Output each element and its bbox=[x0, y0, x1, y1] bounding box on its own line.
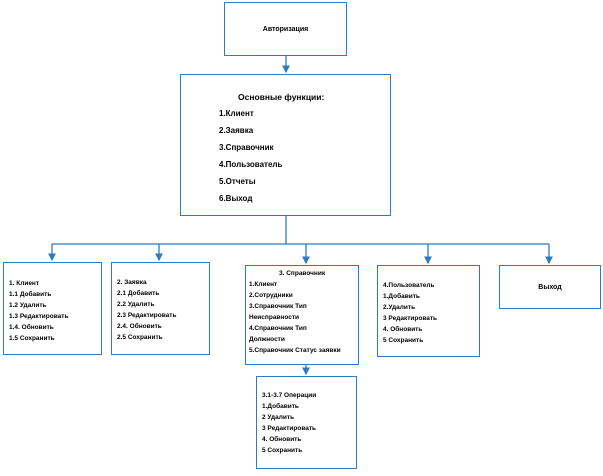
reference-title: 3. Справочник bbox=[279, 270, 326, 277]
reference-line: 5.Справочник Статус заявки bbox=[249, 347, 341, 354]
client-line: 1.1 Добавить bbox=[9, 291, 52, 298]
reference-list: 1.Клиент 2.Сотрудники 3.Справочник Тип Н… bbox=[249, 279, 341, 356]
user-line: 2.Удалить bbox=[383, 304, 416, 311]
operations-line: 5 Сохранить bbox=[262, 447, 303, 454]
exit-title: Выход bbox=[538, 283, 562, 291]
order-line: 2. Заявка bbox=[117, 279, 147, 286]
operations-line: 3 Редактировать bbox=[262, 425, 317, 432]
order-line: 2.2 Удалить bbox=[117, 301, 155, 308]
user-line: 5 Сохранить bbox=[383, 337, 424, 344]
reference-line: 1.Клиент bbox=[249, 281, 278, 288]
exit-box: Выход bbox=[499, 265, 601, 309]
client-line: 1.5 Сохранить bbox=[9, 335, 55, 342]
reference-line: 3.Справочник Тип bbox=[249, 303, 307, 310]
client-box: 1. Клиент 1.1 Добавить 1.2 Удалить 1.3 Р… bbox=[3, 262, 102, 355]
operations-line: 2 Удалить bbox=[262, 414, 295, 421]
user-box: 4.Пользователь 1.Добавить 2.Удалить 3 Ре… bbox=[377, 265, 480, 357]
reference-box: 3. Справочник 1.Клиент 2.Сотрудники 3.Сп… bbox=[245, 265, 359, 365]
user-line: 4.Пользователь bbox=[383, 282, 435, 289]
user-list: 4.Пользователь 1.Добавить 2.Удалить 3 Ре… bbox=[383, 280, 437, 346]
main-item: 4.Пользователь bbox=[219, 160, 283, 169]
user-line: 3 Редактировать bbox=[383, 315, 438, 322]
client-line: 1.3 Редактировать bbox=[9, 313, 69, 320]
operations-box: 3.1-3.7 Операции 1.Добавить 2 Удалить 3 … bbox=[256, 376, 357, 469]
order-list: 2. Заявка 2.1 Добавить 2.2 Удалить 2.3 Р… bbox=[117, 277, 176, 343]
order-line: 2.3 Редактировать bbox=[117, 312, 177, 319]
order-line: 2.4. Обновить bbox=[117, 323, 162, 330]
main-item: 2.Заявка bbox=[219, 126, 254, 135]
reference-line: 4.Справочник Тип bbox=[249, 325, 307, 332]
operations-line: 1.Добавить bbox=[262, 403, 299, 410]
order-box: 2. Заявка 2.1 Добавить 2.2 Удалить 2.3 Р… bbox=[111, 262, 210, 355]
user-line: 1.Добавить bbox=[383, 293, 420, 300]
reference-line: Неисправности bbox=[249, 314, 300, 321]
main-title: Основные функции: bbox=[238, 92, 325, 102]
client-line: 1.4. Обновить bbox=[9, 324, 54, 331]
main-item: 1.Клиент bbox=[219, 109, 254, 118]
client-line: 1.2 Удалить bbox=[9, 302, 47, 309]
main-item: 5.Отчеты bbox=[219, 177, 256, 186]
reference-line: Должности bbox=[249, 336, 285, 343]
user-line: 4. Обновить bbox=[383, 326, 423, 333]
operations-list: 3.1-3.7 Операции 1.Добавить 2 Удалить 3 … bbox=[262, 390, 316, 456]
main-item: 3.Справочник bbox=[219, 143, 274, 152]
order-line: 2.1 Добавить bbox=[117, 290, 160, 297]
main-item: 6.Выход bbox=[219, 194, 253, 203]
operations-line: 4. Обновить bbox=[262, 436, 302, 443]
main-functions-box: Основные функции: 1.Клиент 2.Заявка 3.Сп… bbox=[180, 74, 391, 216]
order-line: 2.5 Сохранить bbox=[117, 334, 163, 341]
reference-line: 2.Сотрудники bbox=[249, 292, 293, 299]
auth-box: Авторизация bbox=[224, 2, 347, 56]
operations-line: 3.1-3.7 Операции bbox=[262, 392, 317, 399]
auth-title: Авторизация bbox=[262, 25, 309, 33]
client-list: 1. Клиент 1.1 Добавить 1.2 Удалить 1.3 Р… bbox=[9, 278, 68, 344]
client-line: 1. Клиент bbox=[9, 280, 40, 287]
